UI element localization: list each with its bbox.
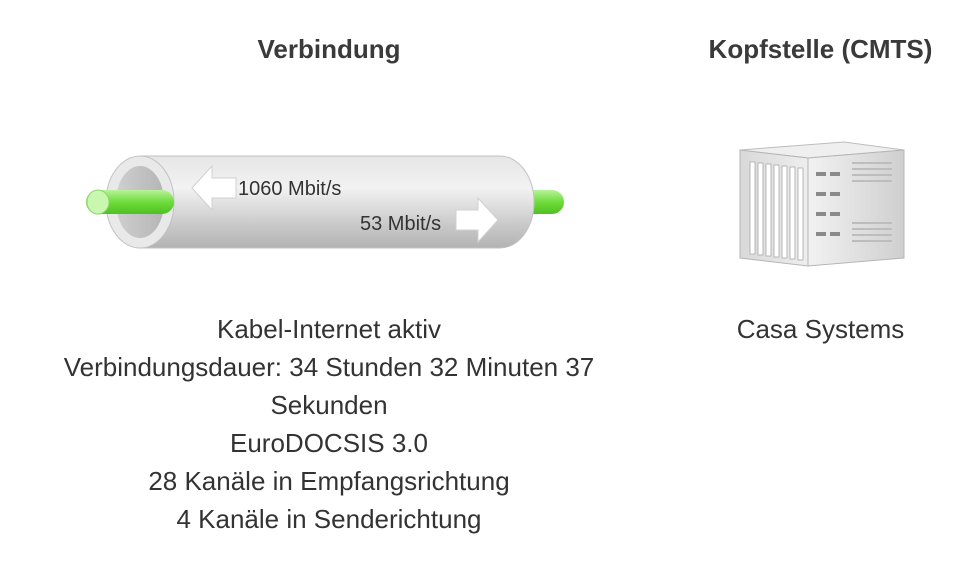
status-line-docsis: EuroDOCSIS 3.0 [230, 428, 428, 458]
cable-core-left [86, 189, 174, 215]
upstream-rate: 53 Mbit/s [360, 213, 441, 235]
cmts-vendor: Casa Systems [736, 314, 905, 344]
status-line-duration-cont: Sekunden [270, 390, 388, 420]
headend-heading: Kopfstelle (CMTS) [708, 34, 933, 64]
headend-panel: Kopfstelle (CMTS) [672, 0, 969, 576]
cable-connection-graphic: 1060 Mbit/s 53 Mbit/s [86, 155, 564, 249]
status-line-downstream-channels: 28 Kanäle in Empfangsrichtung [148, 466, 510, 496]
upstream-arrow-icon [455, 196, 499, 244]
status-line-cable-active: Kabel-Internet aktiv [216, 314, 441, 344]
downstream-rate: 1060 Mbit/s [238, 178, 341, 200]
cmts-rack-icon [739, 141, 905, 267]
status-line-duration: Verbindungsdauer: 34 Stunden 32 Minuten … [63, 352, 595, 382]
connection-panel: Verbindung [0, 34, 658, 538]
connection-status-lines: Kabel-Internet aktiv Verbindungsdauer: 3… [0, 310, 658, 538]
status-line-upstream-channels: 4 Kanäle in Senderichtung [176, 504, 482, 534]
downstream-arrow-icon [191, 164, 237, 212]
connection-heading: Verbindung [257, 34, 401, 64]
